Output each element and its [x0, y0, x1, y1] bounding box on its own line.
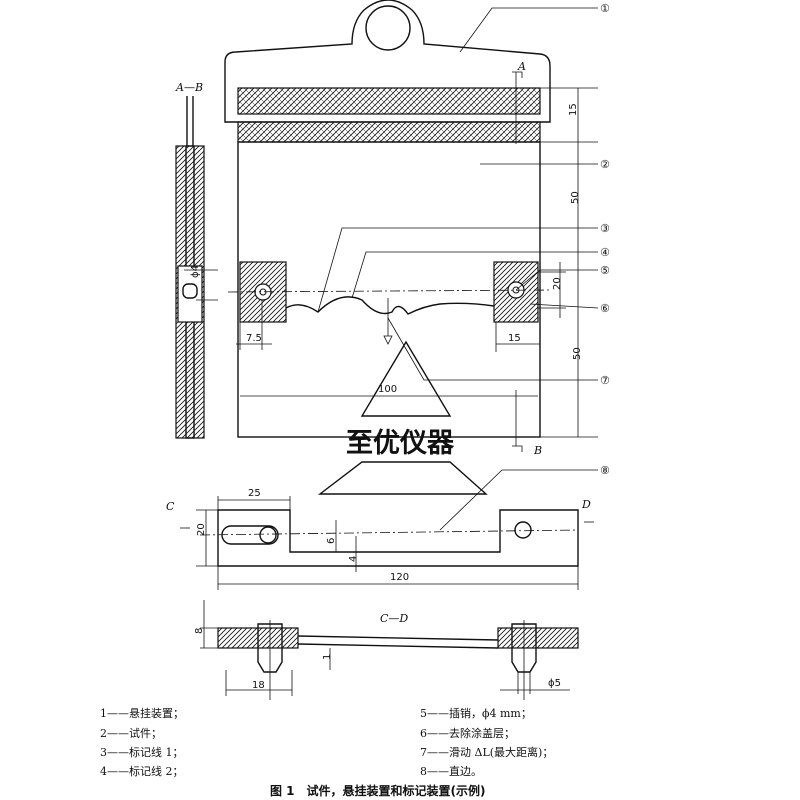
section-mark-c: C: [166, 500, 175, 513]
dim-side-1: 1: [322, 654, 333, 660]
section-mark-b: B: [533, 444, 542, 457]
hanger-device: [224, 0, 551, 143]
section-c-d-view: C—D 8 1 18 ϕ5: [194, 600, 579, 700]
dim-bar-6: 6: [326, 538, 337, 544]
callout-7: ⑦: [600, 374, 610, 387]
section-c-d-label: C—D: [380, 612, 408, 625]
legend: 1——悬挂装置； 2——试件； 3——标记线 1； 4——标记线 2； 5——插…: [100, 706, 553, 778]
mark-line-1: [227, 289, 553, 293]
section-a-b-view: A—B ϕ4: [175, 81, 218, 439]
dim-slot-25: 25: [248, 488, 261, 499]
dim-pin-phi4: ϕ4: [190, 265, 201, 278]
dim-width-100: 100: [378, 384, 397, 395]
hanger-clamp-lower: [237, 121, 541, 143]
marking-device-top: 25 20 6 4 120 C D: [166, 488, 594, 590]
callout-2: ②: [600, 158, 610, 171]
legend-item-4: 4——标记线 2；: [100, 764, 184, 778]
dim-right-15: 15: [508, 333, 521, 344]
dim-side-phi5: ϕ5: [548, 678, 561, 689]
figure-caption: 图 1 试件，悬挂装置和标记装置(示例): [270, 783, 486, 798]
hanger-clamp-upper: [237, 87, 541, 115]
callout-8: ⑧: [600, 464, 610, 477]
section-mark-a: A: [517, 60, 526, 73]
callout-1: ①: [600, 2, 610, 15]
watermark: 至优仪器: [317, 340, 488, 495]
dim-upper-50: 50: [570, 191, 581, 204]
specimen: [227, 141, 553, 438]
section-a-b-label: A—B: [175, 81, 203, 94]
legend-item-6: 6——去除涂盖层；: [420, 726, 515, 740]
section-mark-d: D: [581, 498, 591, 511]
dim-bar-120: 120: [390, 572, 409, 583]
legend-item-8: 8——直边。: [420, 764, 482, 778]
legend-item-5: 5——插销，ϕ4 mm；: [420, 706, 532, 720]
callout-leaders: ① ② ③ ④ ⑤ ⑥ ⑦ ⑧: [317, 2, 610, 531]
legend-item-7: 7——滑动 ΔL(最大距离)；: [420, 745, 553, 759]
legend-item-1: 1——悬挂装置；: [100, 706, 184, 720]
dim-top-15: 15: [568, 103, 579, 116]
callout-6: ⑥: [600, 302, 610, 315]
watermark-text: 至优仪器: [346, 428, 455, 459]
dim-side-8: 8: [194, 628, 205, 634]
dim-side-18: 18: [252, 680, 265, 691]
legend-item-2: 2——试件；: [100, 727, 162, 740]
callout-4: ④: [600, 246, 610, 259]
dim-bar-4: 4: [348, 556, 359, 562]
callout-5: ⑤: [600, 264, 610, 277]
callout-3: ③: [600, 222, 610, 235]
dim-lower-50: 50: [572, 347, 583, 360]
dim-mark-20: 20: [552, 277, 563, 290]
dim-bar-20: 20: [196, 523, 207, 536]
legend-item-3: 3——标记线 1；: [100, 745, 184, 759]
mark-line-2: [285, 296, 495, 315]
dim-left-7-5: 7.5: [246, 333, 262, 344]
